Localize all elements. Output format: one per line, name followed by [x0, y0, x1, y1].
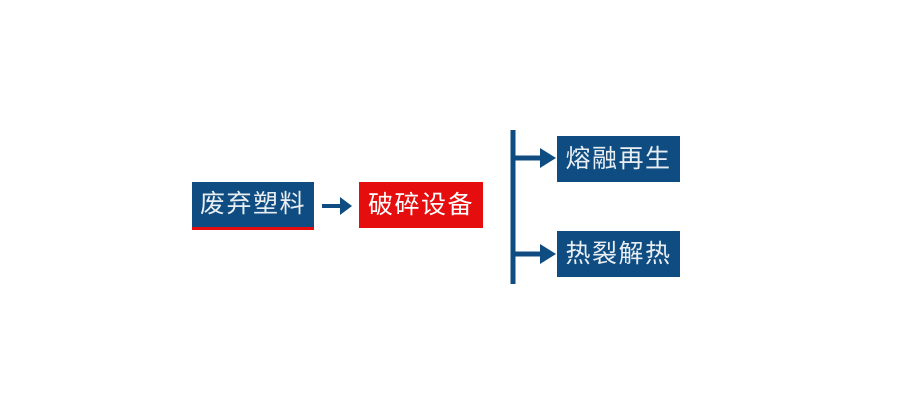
node-melt-regeneration-label: 熔融再生	[565, 144, 672, 173]
arrow-right-icon	[320, 192, 356, 220]
node-pyrolysis-heat[interactable]: 热裂解热	[557, 231, 680, 277]
node-waste-plastic[interactable]: 废弃塑料	[192, 182, 314, 230]
node-crusher[interactable]: 破碎设备	[359, 182, 483, 228]
node-pyrolysis-heat-label: 热裂解热	[565, 239, 672, 268]
node-crusher-label: 破碎设备	[367, 190, 474, 219]
node-waste-plastic-label: 废弃塑料	[199, 190, 306, 218]
node-melt-regeneration[interactable]: 熔融再生	[557, 136, 680, 182]
branch-arrow-icon	[508, 128, 564, 286]
